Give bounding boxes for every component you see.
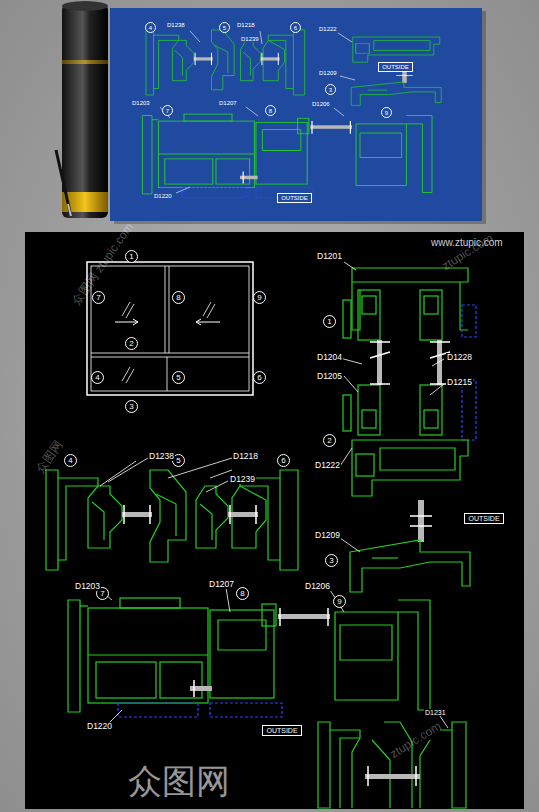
callout-circle: 3	[325, 84, 336, 95]
callout-number: 7	[166, 108, 169, 114]
callout-circle: 9	[333, 595, 346, 608]
callout-circle: 6	[253, 371, 266, 384]
part-number: D1205	[316, 372, 343, 381]
callout-number: 6	[257, 374, 261, 382]
callout-number: 5	[176, 374, 180, 382]
part-number: D1220	[86, 722, 113, 731]
callout-number: 8	[176, 294, 180, 302]
callout-circle: 8	[172, 291, 185, 304]
callout-number: 8	[240, 590, 244, 598]
callout-circle: 5	[219, 22, 230, 33]
part-number: D1207	[218, 100, 238, 106]
callout-number: 2	[327, 437, 331, 445]
part-number: D1209	[314, 531, 341, 540]
callout-circle: 2	[323, 434, 336, 447]
callout-number: 3	[329, 557, 333, 565]
callout-number: 1	[129, 253, 133, 261]
callout-number: 4	[149, 25, 152, 31]
callout-circle: 8	[236, 587, 249, 600]
part-number: D1231	[424, 709, 447, 716]
outside-tag: OUTSIDE	[378, 62, 413, 72]
callout-number: 9	[385, 110, 388, 116]
part-number: D1218	[236, 22, 256, 28]
part-number: D1220	[153, 193, 173, 199]
side-label: OUTSIDE	[281, 195, 308, 201]
callout-circle: 6	[277, 454, 290, 467]
callout-number: 7	[96, 294, 100, 302]
callout-circle: 4	[145, 22, 156, 33]
part-number: D1207	[208, 580, 235, 589]
callout-circle: 4	[91, 371, 104, 384]
part-number: D1218	[232, 452, 259, 461]
callout-circle: 7	[162, 105, 173, 116]
part-number: D1204	[316, 353, 343, 362]
callout-circle: 1	[125, 250, 138, 263]
watermark: 众图网	[128, 764, 230, 798]
part-number: D1228	[446, 353, 473, 362]
callout-number: 5	[176, 457, 180, 465]
part-number: D1238	[166, 22, 186, 28]
callout-number: 4	[68, 457, 72, 465]
callout-number: 3	[129, 403, 133, 411]
callout-number: 1	[327, 318, 331, 326]
part-number: D1239	[229, 475, 256, 484]
callout-number: 2	[129, 340, 133, 348]
callout-number: 6	[281, 457, 285, 465]
callout-number: 9	[257, 294, 261, 302]
side-label: OUTSIDE	[382, 64, 409, 70]
callout-circle: 3	[325, 554, 338, 567]
callout-circle: 5	[172, 371, 185, 384]
callout-circle: 3	[125, 400, 138, 413]
watermark: 众图网	[34, 439, 64, 475]
part-number: D1209	[318, 70, 338, 76]
part-number: D1238	[148, 452, 175, 461]
callout-number: 3	[329, 87, 332, 93]
callout-circle: 8	[265, 105, 276, 116]
side-label: OUTSIDE	[266, 727, 297, 734]
callout-number: 9	[337, 598, 341, 606]
part-number: D1203	[74, 582, 101, 591]
outside-tag: OUTSIDE	[262, 725, 302, 736]
part-number: D1206	[304, 582, 331, 591]
callout-circle: 6	[290, 22, 301, 33]
callout-number: 5	[223, 25, 226, 31]
callout-number: 4	[95, 374, 99, 382]
callout-circle: 1	[323, 315, 336, 328]
callout-number: 8	[269, 108, 272, 114]
part-number: D1215	[446, 378, 473, 387]
part-number: D1222	[314, 461, 341, 470]
outside-tag: OUTSIDE	[464, 513, 504, 524]
side-label: OUTSIDE	[468, 515, 499, 522]
callout-number: 6	[294, 25, 297, 31]
outside-tag: OUTSIDE	[277, 193, 312, 203]
callout-circle: 7	[92, 291, 105, 304]
callout-number: 7	[100, 590, 104, 598]
part-number: D1239	[240, 36, 260, 42]
part-number: D1206	[311, 101, 331, 107]
callout-circle: 2	[125, 337, 138, 350]
callout-circle: 9	[381, 107, 392, 118]
part-number: D1222	[318, 26, 338, 32]
callout-circle: 9	[253, 291, 266, 304]
watermark: ztupic.com	[388, 720, 443, 761]
part-number: D1201	[316, 252, 343, 261]
callout-circle: 4	[64, 454, 77, 467]
part-number: D1203	[131, 100, 151, 106]
